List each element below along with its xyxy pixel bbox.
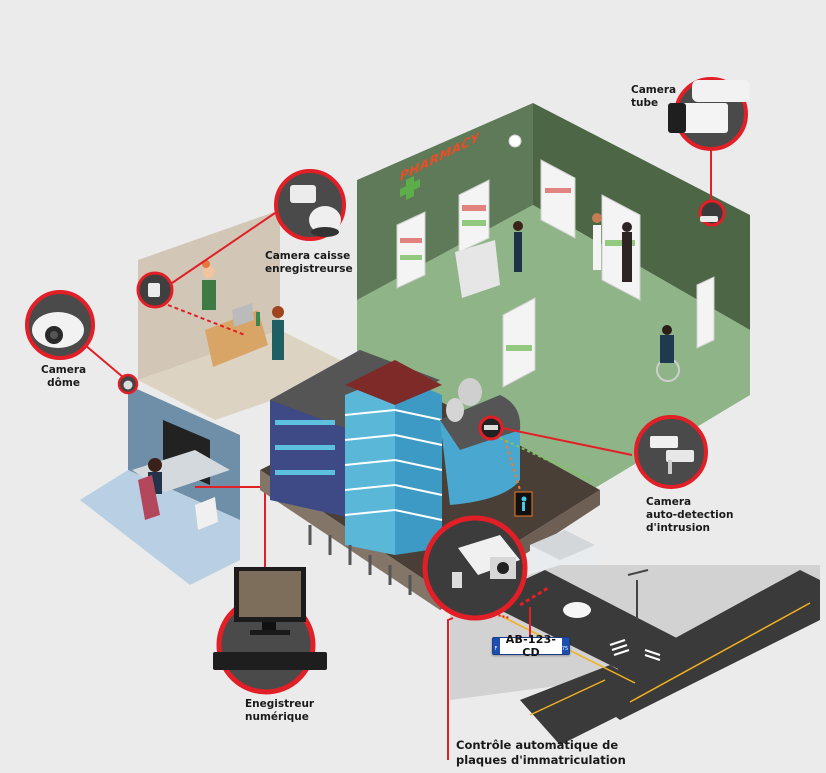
checkout-floor (138, 330, 360, 420)
crosswalk (609, 639, 661, 661)
plate-department-code: 75 (561, 646, 569, 652)
pharmacy-bullet-camera-marker (698, 148, 726, 227)
tower-floors (344, 409, 443, 521)
eu-band-icon (493, 638, 500, 654)
license-plate-number: AB-123-CD (505, 633, 557, 659)
recorder-label: Enegistreur numérique (245, 698, 315, 723)
plate-country-code: F (494, 646, 498, 652)
pharmacy-customers (513, 213, 680, 382)
checkout-room (136, 210, 360, 420)
tower-left (345, 375, 395, 555)
license-plate: AB-123-CD (492, 633, 570, 659)
camera-tube-label: Camera tube (631, 84, 677, 109)
camera-dome-label: Camera dôme (41, 364, 87, 389)
dome-camera-callout (25, 290, 95, 360)
office-floor (80, 470, 240, 585)
car (563, 602, 591, 618)
road-main-right (580, 570, 820, 720)
road-network (447, 565, 820, 760)
checkout-counter (205, 310, 268, 367)
pharmacy-cross-icon (400, 175, 420, 201)
department-band-icon (562, 638, 569, 654)
plate-control-label: Contrôle automatique de plaques d'immatr… (456, 738, 626, 767)
clock-icon (508, 134, 522, 148)
camera-intrusion-label: Camera auto-detection d'intrusion (646, 496, 734, 534)
intrusion-camera-callout (634, 415, 708, 489)
callout-line (171, 212, 276, 284)
box-camera-callout (422, 515, 528, 621)
satellite-dish (458, 378, 482, 406)
tower-roof (345, 360, 442, 405)
shelf-unit (396, 159, 715, 388)
pharmacy-counter (455, 240, 500, 298)
pharmacy-right-wall (533, 103, 750, 330)
gate-barrier (519, 586, 549, 607)
security-office (80, 344, 266, 585)
nvr-recorder-icon (213, 652, 327, 670)
road-main-left (520, 665, 660, 745)
fence (308, 525, 412, 595)
recorder-callout (213, 567, 327, 695)
ptz-camera-callout (274, 169, 346, 241)
bullet-camera-callout (668, 77, 750, 151)
camera-caisse-label: Camera caisse enregistreurse (265, 250, 353, 275)
